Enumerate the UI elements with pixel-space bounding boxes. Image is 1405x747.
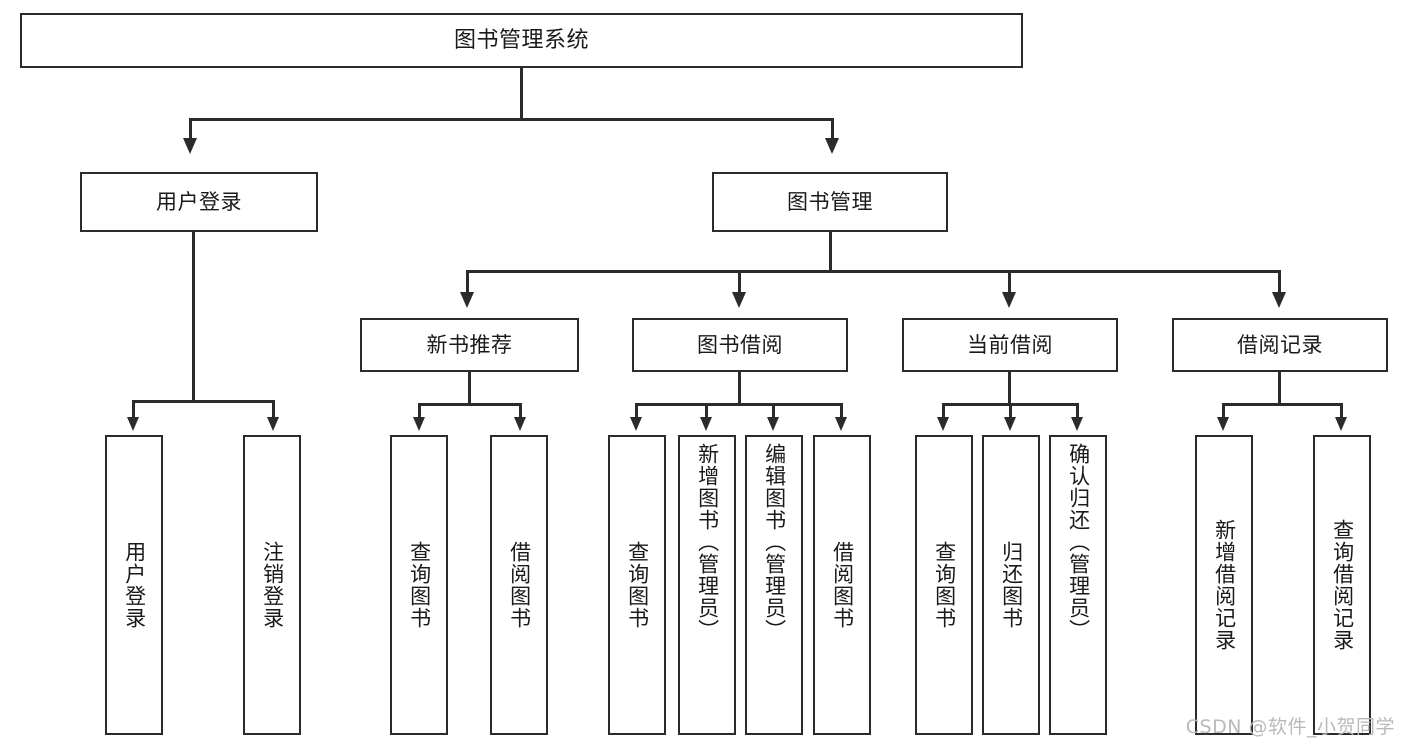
connector-new-book-stem [468, 372, 471, 405]
connector-book-mgmt-bus [466, 270, 1280, 273]
leaf-confirm-return[interactable]: 确认归还（管理员） [1049, 435, 1107, 735]
connector-current-borrow-drop-2 [1076, 403, 1079, 418]
arrowhead-current-borrow [1002, 292, 1016, 308]
leaf-user-login[interactable]: 用户登录 [105, 435, 163, 735]
connector-root-bus [189, 118, 833, 121]
leaf-edit-book[interactable]: 编辑图书（管理员） [745, 435, 803, 735]
connector-current-borrow-stem [1008, 372, 1011, 405]
connector-borrow-record-bus [1222, 403, 1342, 406]
node-label: 图书借阅 [697, 332, 783, 357]
node-label: 用户登录 [156, 189, 242, 214]
leaf-query-book-current[interactable]: 查询图书 [915, 435, 973, 735]
connector-book-mgmt-stem [829, 232, 832, 272]
arrowhead-leaf-edit-book [767, 417, 779, 431]
connector-book-borrow-drop-1 [705, 403, 708, 418]
arrowhead-leaf-query-book-c [937, 417, 949, 431]
node-label: 图书管理 [787, 189, 873, 214]
arrowhead-leaf-logout [267, 417, 279, 431]
connector-new-book-drop-1 [519, 403, 522, 418]
arrowhead-book-borrow [732, 292, 746, 308]
connector-user-login-drop-1 [272, 400, 275, 418]
node-root-system[interactable]: 图书管理系统 [20, 13, 1023, 68]
leaf-query-book-borrow[interactable]: 查询图书 [608, 435, 666, 735]
arrowhead-leaf-return-book [1004, 417, 1016, 431]
node-book-borrow[interactable]: 图书借阅 [632, 318, 848, 372]
connector-borrow-record-drop-1 [1340, 403, 1343, 418]
connector-user-login-bus [132, 400, 274, 403]
arrowhead-book-mgmt [825, 138, 839, 154]
connector-current-borrow-drop-0 [942, 403, 945, 418]
connector-root-to-user-login [189, 118, 192, 140]
leaf-add-borrow-record[interactable]: 新增借阅记录 [1195, 435, 1253, 735]
connector-borrow-record-drop-0 [1222, 403, 1225, 418]
connector-root-stem [520, 68, 523, 120]
node-label: 编辑图书（管理员） [762, 443, 787, 641]
node-label: 查询图书 [625, 541, 650, 629]
connector-current-borrow-drop-1 [1009, 403, 1012, 418]
connector-book-mgmt-drop-1 [738, 270, 741, 294]
leaf-query-book-recommend[interactable]: 查询图书 [390, 435, 448, 735]
node-label: 新增图书（管理员） [695, 443, 720, 641]
node-label: 借阅图书 [830, 541, 855, 629]
node-label: 新增借阅记录 [1212, 519, 1237, 651]
connector-new-book-drop-0 [418, 403, 421, 418]
arrowhead-leaf-user-login [127, 417, 139, 431]
node-label: 借阅记录 [1237, 332, 1323, 357]
leaf-add-book[interactable]: 新增图书（管理员） [678, 435, 736, 735]
connector-book-borrow-stem [738, 372, 741, 405]
arrowhead-user-login [183, 138, 197, 154]
node-label: 查询图书 [407, 541, 432, 629]
connector-book-mgmt-drop-3 [1278, 270, 1281, 294]
connector-user-login-drop-0 [132, 400, 135, 418]
node-borrow-record[interactable]: 借阅记录 [1172, 318, 1388, 372]
node-label: 图书管理系统 [453, 27, 589, 53]
connector-book-borrow-drop-2 [772, 403, 775, 418]
node-label: 确认归还（管理员） [1066, 443, 1091, 641]
arrowhead-leaf-borrow-book-a [514, 417, 526, 431]
connector-book-borrow-bus [635, 403, 841, 406]
node-user-login[interactable]: 用户登录 [80, 172, 318, 232]
arrowhead-leaf-borrow-book-b [835, 417, 847, 431]
node-label: 查询借阅记录 [1330, 519, 1355, 651]
leaf-return-book[interactable]: 归还图书 [982, 435, 1040, 735]
connector-new-book-bus [418, 403, 521, 406]
node-label: 新书推荐 [426, 332, 513, 357]
node-label: 查询图书 [932, 541, 957, 629]
node-label: 归还图书 [999, 541, 1024, 629]
connector-book-borrow-drop-0 [635, 403, 638, 418]
connector-root-to-book-mgmt [831, 118, 834, 140]
node-new-book-recommend[interactable]: 新书推荐 [360, 318, 579, 372]
node-label: 借阅图书 [507, 541, 532, 629]
connector-borrow-record-stem [1278, 372, 1281, 405]
connector-user-login-stem [192, 232, 195, 402]
node-current-borrow[interactable]: 当前借阅 [902, 318, 1118, 372]
leaf-borrow-book-recommend[interactable]: 借阅图书 [490, 435, 548, 735]
arrowhead-leaf-confirm-return [1071, 417, 1083, 431]
leaf-query-borrow-record[interactable]: 查询借阅记录 [1313, 435, 1371, 735]
leaf-borrow-book[interactable]: 借阅图书 [813, 435, 871, 735]
node-label: 用户登录 [122, 541, 147, 629]
arrowhead-borrow-record [1272, 292, 1286, 308]
arrowhead-leaf-query-book-b [630, 417, 642, 431]
connector-book-borrow-drop-3 [840, 403, 843, 418]
arrowhead-leaf-query-book-a [413, 417, 425, 431]
arrowhead-leaf-add-record [1217, 417, 1229, 431]
connector-book-mgmt-drop-2 [1008, 270, 1011, 294]
arrowhead-leaf-add-book [700, 417, 712, 431]
arrowhead-leaf-query-record [1335, 417, 1347, 431]
leaf-logout[interactable]: 注销登录 [243, 435, 301, 735]
arrowhead-new-book-recommend [460, 292, 474, 308]
connector-book-mgmt-drop-0 [466, 270, 469, 294]
node-book-management[interactable]: 图书管理 [712, 172, 948, 232]
node-label: 注销登录 [260, 541, 285, 629]
node-label: 当前借阅 [967, 332, 1053, 357]
